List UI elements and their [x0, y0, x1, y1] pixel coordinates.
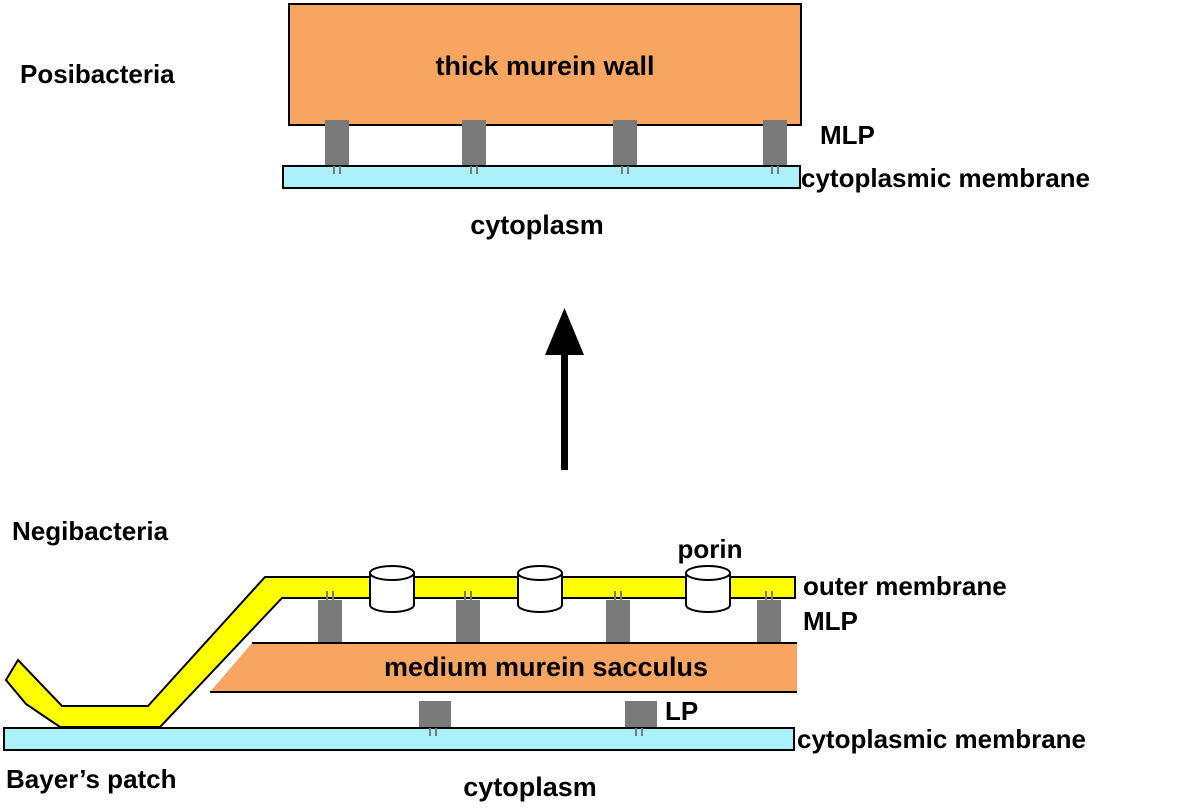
posibacteria-panel: Posibacteria thick murein wall MLP cytop… [20, 3, 1090, 240]
negibacteria-panel: Negibacteria [3, 516, 1086, 802]
mlp-label-bottom: MLP [803, 606, 858, 636]
thick-murein-wall [288, 3, 802, 126]
mlp-protein [325, 120, 349, 166]
mlp-anchors-top [333, 166, 779, 174]
mlp-protein [613, 120, 637, 166]
mlp-protein [757, 600, 781, 644]
cytoplasmic-membrane-label-top: cytoplasmic membrane [801, 163, 1090, 193]
posibacteria-title: Posibacteria [20, 59, 175, 89]
mlp-protein [456, 600, 480, 644]
sacculus-label: medium murein sacculus [384, 652, 708, 682]
mlp-protein [763, 120, 787, 166]
lp-anchors [429, 728, 643, 736]
cytoplasmic-membrane-bottom [3, 727, 795, 751]
lp-label: LP [665, 696, 698, 726]
porins [369, 565, 731, 613]
cytoplasm-label-top: cytoplasm [470, 210, 604, 240]
porin-icon [685, 565, 731, 613]
bayers-patch-label: Bayer’s patch [6, 764, 177, 794]
mlp-protein [606, 600, 630, 644]
cytoplasm-label-bottom: cytoplasm [463, 772, 597, 802]
arrow-head [545, 308, 584, 355]
porin-icon [517, 565, 563, 613]
mlp-proteins-top [325, 120, 787, 166]
lp-protein [419, 701, 451, 728]
thick-murein-wall-label: thick murein wall [435, 51, 654, 81]
arrow-shaft [561, 350, 568, 470]
lp-protein [625, 701, 657, 728]
outer-membrane-label: outer membrane [803, 571, 1007, 601]
medium-murein-sacculus [210, 643, 797, 692]
negibacteria-title: Negibacteria [12, 516, 169, 546]
porin-label: porin [678, 534, 743, 564]
cytoplasmic-membrane-label-bottom: cytoplasmic membrane [797, 724, 1086, 754]
mlp-protein [318, 600, 342, 644]
mlp-anchors-bottom [326, 591, 773, 600]
lp-proteins [419, 701, 657, 728]
mlp-label-top: MLP [820, 120, 875, 150]
cytoplasmic-membrane-top [282, 165, 801, 189]
porin-icon [369, 565, 415, 613]
mlp-proteins-bottom [318, 600, 781, 644]
mlp-protein [462, 120, 486, 166]
evolution-arrow [545, 308, 584, 470]
